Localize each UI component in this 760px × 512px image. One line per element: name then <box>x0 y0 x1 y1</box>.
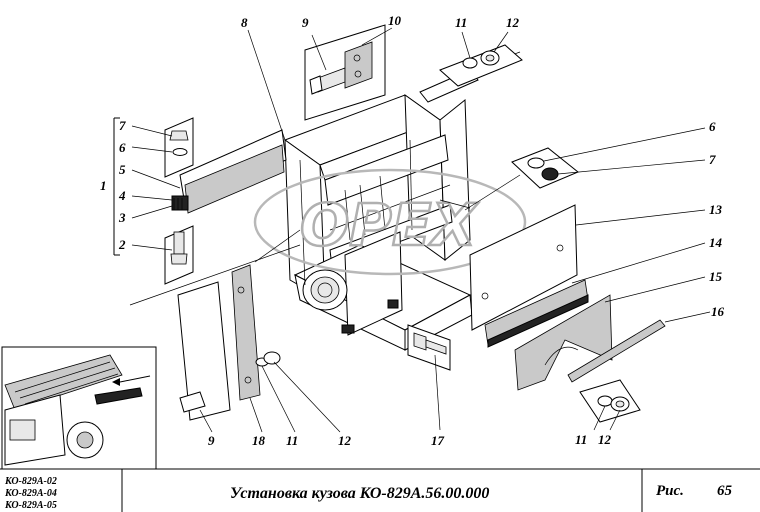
callout-9-top: 9 <box>302 15 309 30</box>
top-nut-group <box>439 31 523 87</box>
inset-truck-view <box>1 346 157 470</box>
watermark-text: OPEX <box>300 191 479 259</box>
model-2: КО-829А-04 <box>4 488 57 499</box>
callout-6-left: 6 <box>119 140 126 155</box>
callouts: 7 6 1 5 4 3 2 8 9 10 11 12 6 7 13 14 15 … <box>100 13 725 448</box>
callout-14: 14 <box>709 235 723 250</box>
callout-6-right: 6 <box>709 119 716 134</box>
panel-15 <box>514 276 706 391</box>
callout-18: 18 <box>252 433 266 448</box>
bottom-left-plates <box>129 244 341 433</box>
right-nut-group <box>464 127 706 211</box>
callout-4: 4 <box>118 188 126 203</box>
top-bolt-plate-group <box>304 24 393 121</box>
strip-16 <box>567 311 711 383</box>
callout-2: 2 <box>118 237 126 252</box>
callout-9-bottom: 9 <box>208 433 215 448</box>
bolt-17-group <box>407 324 451 431</box>
panel-14 <box>484 242 706 348</box>
callout-13: 13 <box>709 202 723 217</box>
figure-label: Рис. <box>656 483 684 499</box>
bottom-right-nut-group <box>579 379 641 431</box>
callout-12-top: 12 <box>506 15 520 30</box>
watermark: OPEX <box>253 168 527 276</box>
callout-11-bottom: 11 <box>286 433 298 448</box>
callout-16: 16 <box>711 304 725 319</box>
model-1: КО-829А-02 <box>4 476 57 487</box>
leader-8 <box>247 29 286 141</box>
callout-8: 8 <box>241 15 248 30</box>
figure-number: 65 <box>717 483 733 499</box>
callout-17: 17 <box>431 433 445 448</box>
callout-7-left: 7 <box>119 118 126 133</box>
callout-11-top: 11 <box>455 15 467 30</box>
callout-12-bottom: 12 <box>338 433 352 448</box>
callout-3: 3 <box>118 210 126 225</box>
callout-15: 15 <box>709 269 723 284</box>
callout-5: 5 <box>119 162 126 177</box>
callout-1: 1 <box>100 178 107 193</box>
callout-12-right: 12 <box>598 432 612 447</box>
left-bracket-assembly <box>113 117 287 285</box>
model-3: КО-829А-05 <box>4 500 57 511</box>
panel-13 <box>439 199 706 331</box>
callout-7-right: 7 <box>709 152 716 167</box>
drawing-title: Установка кузова КО-829А.56.00.000 <box>230 485 489 502</box>
callout-10: 10 <box>388 13 402 28</box>
callout-11-right: 11 <box>575 432 587 447</box>
title-block: КО-829А-02 КО-829А-04 КО-829А-05 Установ… <box>0 468 760 512</box>
